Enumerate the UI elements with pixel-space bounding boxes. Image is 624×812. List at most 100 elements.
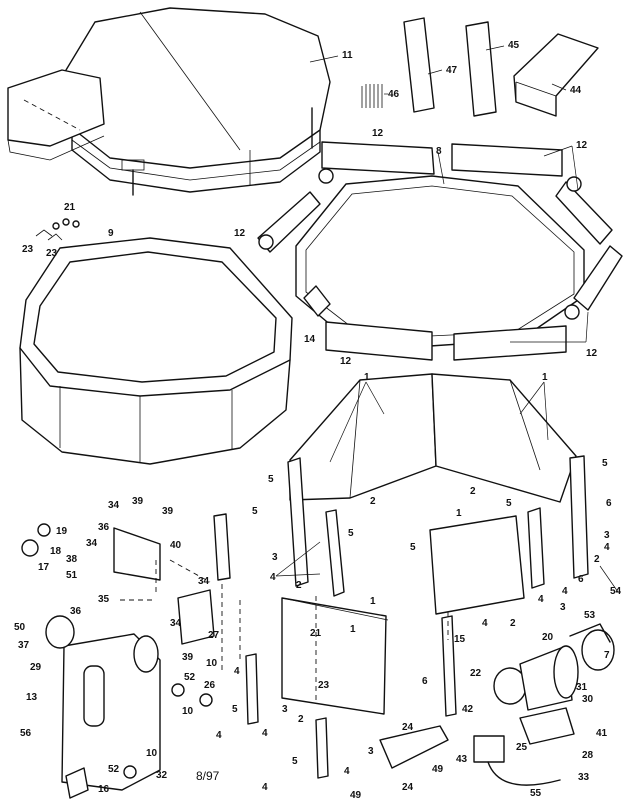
callout-label: 47 — [446, 65, 458, 76]
callout-label: 22 — [470, 668, 482, 679]
callout-labels: 11 46 47 45 44 12 8 12 21 23 23 9 12 14 … — [14, 40, 622, 801]
callout-label: 1 — [364, 372, 370, 383]
callout-label: 46 — [388, 89, 400, 100]
callout-label: 26 — [204, 680, 216, 691]
callout-label: 5 — [268, 474, 274, 485]
callout-label: 4 — [234, 666, 240, 677]
callout-label: 34 — [198, 576, 210, 587]
callout-label: 4 — [262, 782, 268, 793]
callout-label: 23 — [22, 244, 34, 255]
wall-panels — [281, 373, 577, 715]
callout-leaders — [275, 45, 619, 593]
callout-label: 19 — [56, 526, 68, 537]
callout-label: 10 — [206, 658, 218, 669]
rim-pads — [257, 141, 623, 361]
callout-label: 2 — [298, 714, 304, 725]
callout-label: 45 — [508, 40, 520, 51]
callout-label: 39 — [132, 496, 144, 507]
callout-label: 1 — [350, 624, 356, 635]
callout-label: 20 — [542, 632, 554, 643]
callout-label: 34 — [170, 618, 182, 629]
callout-label: 9 — [108, 228, 114, 239]
callout-label: 15 — [454, 634, 466, 645]
callout-label: 11 — [342, 50, 353, 61]
callout-label: 3 — [560, 602, 566, 613]
callout-label: 4 — [562, 586, 568, 597]
date-code: 8/97 — [196, 769, 220, 783]
callout-label: 39 — [162, 506, 174, 517]
callout-label: 7 — [604, 650, 610, 661]
callout-label: 33 — [578, 772, 590, 783]
callout-label: 41 — [596, 728, 608, 739]
callout-label: 49 — [350, 790, 362, 801]
callout-label: 4 — [216, 730, 222, 741]
callout-label: 30 — [582, 694, 594, 705]
callout-label: 5 — [292, 756, 298, 767]
callout-label: 49 — [432, 764, 444, 775]
callout-label: 12 — [234, 228, 246, 239]
spa-liner — [19, 237, 293, 465]
callout-label: 6 — [578, 574, 584, 585]
callout-label: 6 — [422, 676, 428, 687]
callout-label: 28 — [582, 750, 594, 761]
callout-label: 24 — [402, 782, 414, 793]
callout-label: 25 — [516, 742, 528, 753]
spa-cover — [7, 7, 331, 196]
callout-label: 17 — [38, 562, 50, 573]
callout-label: 8 — [436, 146, 442, 157]
callout-label: 32 — [156, 770, 168, 781]
callout-label: 4 — [604, 542, 610, 553]
callout-label: 5 — [410, 542, 416, 553]
callout-label: 5 — [232, 704, 238, 715]
callout-label: 37 — [18, 640, 30, 651]
callout-label: 31 — [576, 682, 588, 693]
top-rim-frame — [295, 175, 585, 347]
callout-label: 4 — [344, 766, 350, 777]
callout-label: 3 — [282, 704, 288, 715]
wall-posts — [213, 455, 589, 779]
callout-label: 5 — [602, 458, 608, 469]
callout-label: 2 — [510, 618, 516, 629]
callout-label: 27 — [208, 630, 220, 641]
skimmer-control-housing — [21, 523, 215, 799]
callout-label: 2 — [470, 486, 476, 497]
callout-label: 1 — [456, 508, 462, 519]
callout-label: 4 — [482, 618, 488, 629]
callout-label: 18 — [50, 546, 62, 557]
callout-label: 21 — [310, 628, 322, 639]
callout-label: 51 — [66, 570, 78, 581]
callout-label: 42 — [462, 704, 474, 715]
callout-label: 4 — [538, 594, 544, 605]
callout-label: 23 — [46, 248, 58, 259]
callout-label: 10 — [182, 706, 194, 717]
callout-label: 35 — [98, 594, 110, 605]
callout-label: 16 — [98, 784, 110, 795]
callout-label: 6 — [606, 498, 612, 509]
callout-label: 24 — [402, 722, 414, 733]
callout-label: 5 — [252, 506, 258, 517]
callout-label: 34 — [86, 538, 98, 549]
callout-label: 34 — [108, 500, 120, 511]
callout-label: 2 — [594, 554, 600, 565]
callout-label: 54 — [610, 586, 622, 597]
clip-fasteners — [35, 218, 80, 241]
callout-label: 56 — [20, 728, 32, 739]
callout-label: 23 — [318, 680, 330, 691]
callout-label: 12 — [586, 348, 598, 359]
callout-label: 29 — [30, 662, 42, 673]
cover-lifter-parts — [361, 17, 599, 117]
callout-label: 12 — [372, 128, 384, 139]
callout-label: 52 — [184, 672, 196, 683]
callout-label: 50 — [14, 622, 26, 633]
callout-label: 53 — [584, 610, 596, 621]
callout-label: 4 — [270, 572, 276, 583]
callout-label: 12 — [576, 140, 588, 151]
callout-label: 2 — [370, 496, 376, 507]
callout-label: 39 — [182, 652, 194, 663]
callout-label: 10 — [146, 748, 158, 759]
callout-label: 40 — [170, 540, 182, 551]
pump-motor-assembly — [379, 623, 615, 786]
callout-label: 2 — [296, 580, 302, 591]
callout-label: 3 — [272, 552, 278, 563]
